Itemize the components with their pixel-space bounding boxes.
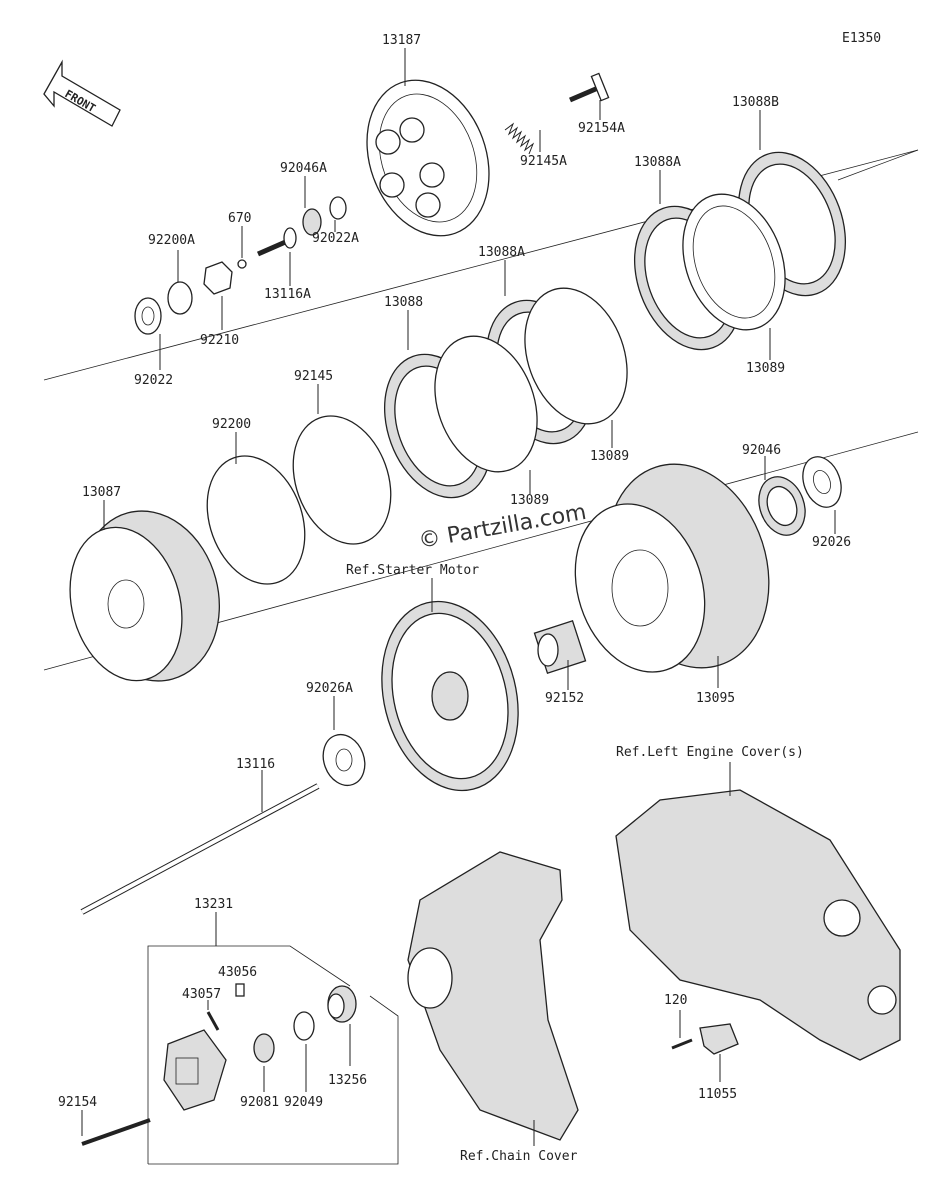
- part-92152-sleeve[interactable]: [533, 620, 587, 674]
- part-11055-clamp[interactable]: [699, 1023, 739, 1055]
- part-92026A-washer[interactable]: [316, 729, 371, 792]
- label-13187[interactable]: 13187: [382, 33, 421, 48]
- watermark: © Partzilla.com: [417, 500, 589, 554]
- part-120-bolt[interactable]: [671, 1038, 693, 1050]
- part-92046A-bearing[interactable]: [302, 208, 322, 236]
- label-92210[interactable]: 92210: [200, 333, 239, 348]
- label-13116[interactable]: 13116: [236, 757, 275, 772]
- label-92200A[interactable]: 92200A: [148, 233, 195, 248]
- part-92049-seal[interactable]: [293, 1011, 315, 1041]
- part-13116-pushrod[interactable]: [80, 783, 320, 915]
- label-92022[interactable]: 92022: [134, 373, 173, 388]
- diagram-code: E1350: [842, 31, 881, 46]
- label-92145[interactable]: 92145: [294, 369, 333, 384]
- part-43056-bleeder[interactable]: [235, 983, 245, 997]
- label-92049[interactable]: 92049: [284, 1095, 323, 1110]
- label-43057[interactable]: 43057: [182, 987, 221, 1002]
- part-13087-clutch-hub[interactable]: [54, 495, 238, 696]
- part-92022-washer[interactable]: [134, 297, 162, 335]
- part-13256-piston[interactable]: [327, 985, 357, 1023]
- label-13088A-mid[interactable]: 13088A: [478, 245, 525, 260]
- label-92154A[interactable]: 92154A: [578, 121, 625, 136]
- label-43056[interactable]: 43056: [218, 965, 257, 980]
- ref-chain-cover[interactable]: Ref.Chain Cover: [460, 1149, 578, 1164]
- label-92046A[interactable]: 92046A: [280, 161, 327, 176]
- part-13089-steel-plate-mid[interactable]: [507, 274, 645, 438]
- part-13231-slave-cylinder[interactable]: [163, 1029, 227, 1111]
- part-43057-cap[interactable]: [206, 1011, 220, 1031]
- part-92145-o-ring[interactable]: [276, 402, 408, 558]
- part-92200A-washer[interactable]: [167, 281, 193, 315]
- label-13087[interactable]: 13087: [82, 485, 121, 500]
- assembly-13231-box: [147, 945, 399, 1165]
- label-13231[interactable]: 13231: [194, 897, 233, 912]
- ref-left-engine-cover[interactable]: Ref.Left Engine Cover(s): [616, 745, 804, 760]
- part-13089-steel-plate-right[interactable]: [665, 180, 803, 344]
- part-92022A-washer[interactable]: [329, 196, 347, 220]
- left-engine-cover: [615, 789, 901, 1061]
- part-13089-steel-plate-low[interactable]: [417, 322, 555, 486]
- part-92026-washer[interactable]: [796, 451, 848, 512]
- part-92154A-bolt[interactable]: [569, 72, 610, 103]
- part-13095-clutch-housing[interactable]: [554, 443, 794, 689]
- part-13116A-pushrod[interactable]: [256, 227, 297, 257]
- part-92210-nut[interactable]: [203, 261, 233, 295]
- label-13089-low[interactable]: 13089: [510, 493, 549, 508]
- label-92154[interactable]: 92154: [58, 1095, 97, 1110]
- part-670-ball[interactable]: [237, 259, 247, 269]
- chain-cover: [407, 851, 579, 1141]
- label-13116A[interactable]: 13116A: [264, 287, 311, 302]
- part-92081-spring[interactable]: [253, 1033, 275, 1063]
- label-13095[interactable]: 13095: [696, 691, 735, 706]
- part-92046-needle-bearing[interactable]: [751, 470, 813, 541]
- label-13256[interactable]: 13256: [328, 1073, 367, 1088]
- part-92200-o-ring[interactable]: [190, 442, 322, 598]
- label-11055[interactable]: 11055: [698, 1087, 737, 1102]
- starter-gear: [381, 600, 519, 792]
- label-13089-mid[interactable]: 13089: [590, 449, 629, 464]
- part-92145A-spring[interactable]: [504, 122, 535, 155]
- label-92152[interactable]: 92152: [545, 691, 584, 706]
- label-92046[interactable]: 92046: [742, 443, 781, 458]
- label-13088B[interactable]: 13088B: [732, 95, 779, 110]
- part-13187-pressure-plate[interactable]: [346, 63, 510, 253]
- label-13089-right[interactable]: 13089: [746, 361, 785, 376]
- label-92081[interactable]: 92081: [240, 1095, 279, 1110]
- part-92154-bolt[interactable]: [81, 1118, 151, 1146]
- label-13088[interactable]: 13088: [384, 295, 423, 310]
- label-92026A[interactable]: 92026A: [306, 681, 353, 696]
- label-92026[interactable]: 92026: [812, 535, 851, 550]
- front-arrow-icon: FRONT: [43, 59, 121, 127]
- label-670[interactable]: 670: [228, 211, 251, 226]
- label-92200[interactable]: 92200: [212, 417, 251, 432]
- label-120[interactable]: 120: [664, 993, 687, 1008]
- label-92145A[interactable]: 92145A: [520, 154, 567, 169]
- label-92022A[interactable]: 92022A: [312, 231, 359, 246]
- label-13088A-top[interactable]: 13088A: [634, 155, 681, 170]
- ref-starter-motor[interactable]: Ref.Starter Motor: [346, 563, 479, 578]
